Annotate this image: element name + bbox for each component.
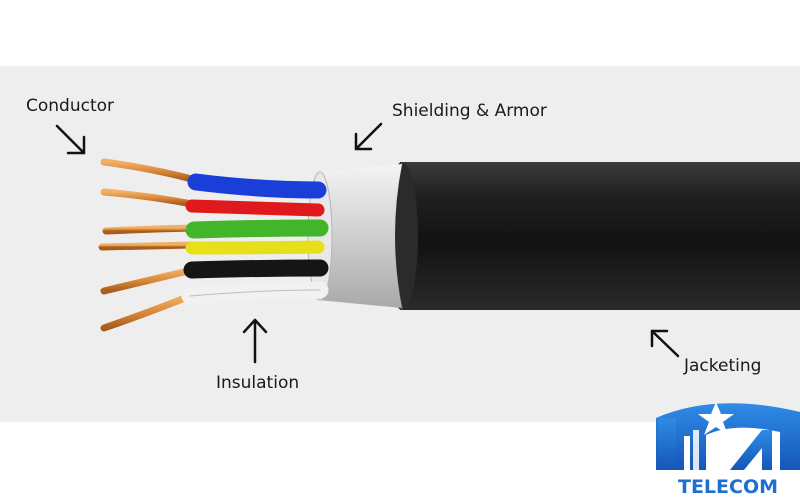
wire-yellow <box>185 240 325 255</box>
conductor-5 <box>100 266 196 295</box>
conductors <box>98 158 200 332</box>
label-conductor: Conductor <box>26 96 115 116</box>
telecom-logo-icon <box>656 402 800 470</box>
insulation-arrow-icon <box>242 318 268 364</box>
conductor-1 <box>100 158 200 184</box>
conductor-6 <box>100 292 194 332</box>
wire-black <box>183 259 329 279</box>
shielding-arrow-icon <box>354 122 383 151</box>
label-shielding-armor: Shielding & Armor <box>392 101 547 121</box>
label-jacketing: Jacketing <box>684 356 762 376</box>
wire-red <box>185 199 325 217</box>
conductor-2 <box>100 188 196 208</box>
conductor-arrow-icon <box>55 124 86 155</box>
wire-green <box>185 219 329 239</box>
jacket <box>386 161 800 311</box>
wire-white <box>181 281 329 305</box>
logo-text: TELECOM <box>678 476 778 498</box>
insulated-wires <box>181 173 329 305</box>
label-insulation: Insulation <box>216 373 300 393</box>
conductor-3 <box>102 224 198 235</box>
jacketing-arrow-icon <box>650 329 680 358</box>
arrows <box>55 122 680 364</box>
wire-blue <box>187 173 327 199</box>
conductor-4 <box>98 241 196 251</box>
